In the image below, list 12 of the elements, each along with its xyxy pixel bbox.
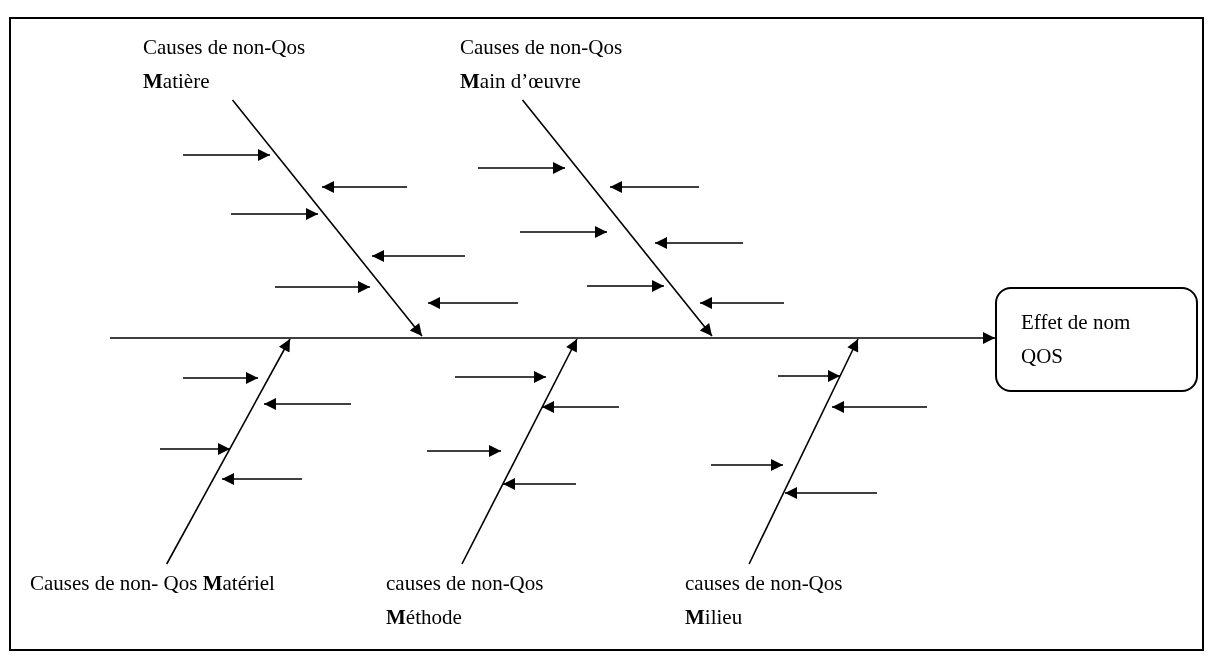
cause-category-label: Causes de non-Qos Main d’œuvre xyxy=(460,30,660,98)
effect-box: Effet de nom QOS xyxy=(995,287,1198,392)
bone-arrow xyxy=(165,338,291,565)
cause-category-label: causes de non-Qos Milieu xyxy=(685,566,885,634)
spine-arrow xyxy=(109,332,996,344)
cause-category-label: Causes de non- Qos Matériel xyxy=(30,566,290,600)
bone-arrow xyxy=(748,338,859,565)
bone-arrow xyxy=(231,99,423,337)
bone-arrow xyxy=(461,338,578,565)
cause-category-label: causes de non-Qos Méthode xyxy=(386,566,546,634)
bone-arrow xyxy=(521,99,713,337)
cause-category-label: Causes de non-Qos Matière xyxy=(143,30,308,98)
